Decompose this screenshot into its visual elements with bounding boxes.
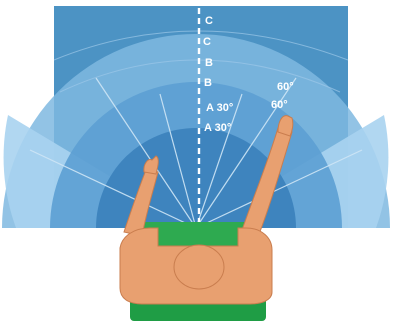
label-zone-c-inner: C [203, 36, 211, 48]
label-zone-c-outer: C [205, 15, 213, 27]
label-zone-b-inner: B [204, 77, 212, 89]
label-angle-60-outer: 60° [277, 81, 294, 93]
label-angle-60-inner: 60° [271, 99, 288, 111]
label-zone-a-inner: A 30° [204, 122, 231, 134]
label-zone-a-outer: A 30° [206, 102, 233, 114]
head [174, 245, 224, 289]
label-zone-b-outer: B [205, 57, 213, 69]
